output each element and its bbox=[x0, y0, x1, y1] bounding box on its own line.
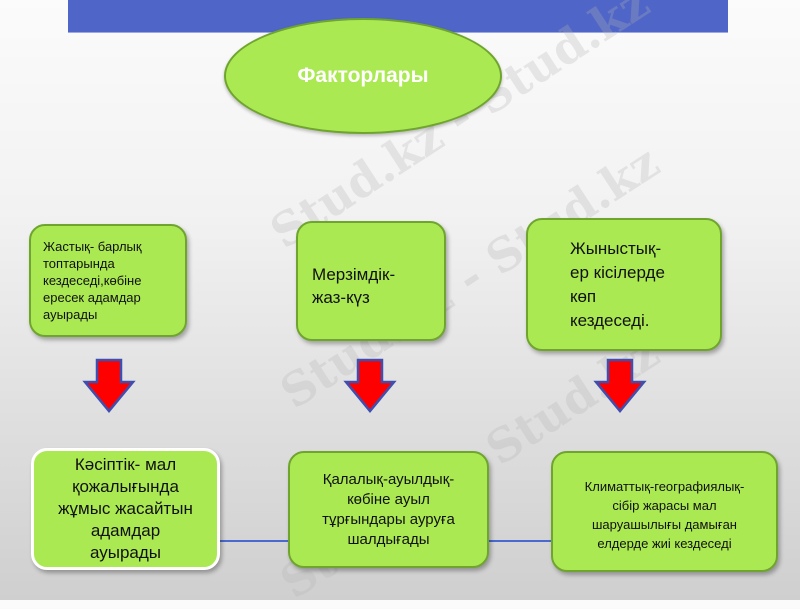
season-factor-box: Мерзімдік- жаз-күз bbox=[296, 221, 446, 341]
down-arrow-icon bbox=[343, 358, 397, 413]
connector-line bbox=[488, 540, 553, 542]
factors-ellipse: Факторлары bbox=[224, 18, 502, 134]
climate-geo-factor-text: Климаттық-географиялық- сібір жарасы мал… bbox=[584, 478, 745, 551]
age-factor-text: Жастық- барлық топтарында кездеседі,көбі… bbox=[43, 239, 142, 322]
climate-geo-factor-box: Климаттық-географиялық- сібір жарасы мал… bbox=[551, 451, 778, 572]
urban-rural-factor-text: Қалалық-ауылдық- көбіне ауыл тұрғындары … bbox=[322, 470, 455, 548]
season-factor-text: Мерзімдік- жаз-күз bbox=[312, 265, 396, 307]
gender-factor-box: Жыныстық- ер кісілерде көп кездеседі. bbox=[526, 218, 722, 351]
gender-factor-text: Жыныстық- ер кісілерде көп кездеседі. bbox=[570, 238, 665, 330]
occupation-factor-text: Кәсіптік- мал қожалығында жұмыс жасайтын… bbox=[58, 455, 193, 562]
down-arrow-icon bbox=[82, 358, 136, 413]
occupation-factor-box: Кәсіптік- мал қожалығында жұмыс жасайтын… bbox=[31, 448, 220, 570]
age-factor-box: Жастық- барлық топтарында кездеседі,көбі… bbox=[29, 224, 187, 337]
page-title: Факторлары bbox=[297, 64, 429, 87]
urban-rural-factor-box: Қалалық-ауылдық- көбіне ауыл тұрғындары … bbox=[288, 451, 489, 568]
connector-line bbox=[218, 540, 290, 542]
down-arrow-icon bbox=[593, 358, 647, 413]
